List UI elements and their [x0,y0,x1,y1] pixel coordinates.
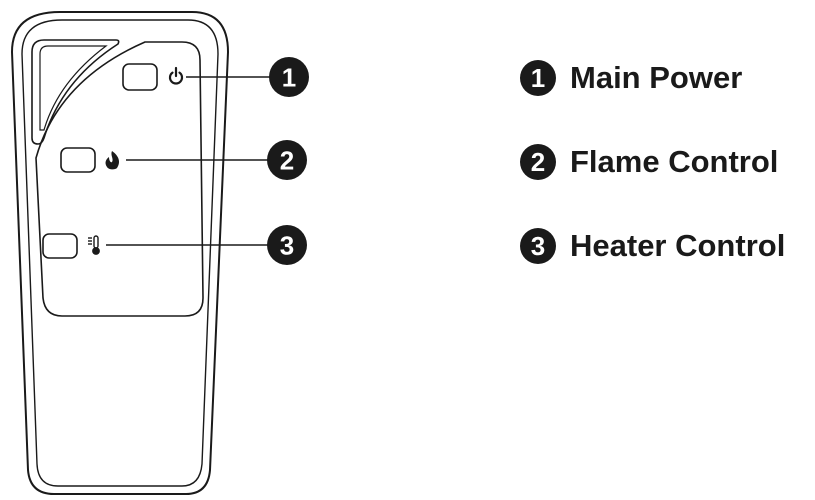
power-icon [168,66,184,85]
remote-body-outline [10,11,230,495]
legend-3-label: Heater Control [570,228,786,263]
callout-1-number: 1 [282,63,296,93]
thermometer-icon [88,235,100,255]
callout-2-number: 2 [280,146,294,176]
legend-1-label: Main Power [570,60,743,95]
legend-2-badge: 2 [520,144,556,180]
legend-item-flame-control: 2 Flame Control [520,142,778,182]
control-panel [35,41,204,317]
remote-body-inner-contour [21,19,219,487]
legend-item-main-power: 1 Main Power [520,58,742,98]
callout-2-badge: 2 [267,140,307,180]
legend-item-heater-control: 3 Heater Control [520,226,785,266]
legend-1-badge: 1 [520,60,556,96]
heater-button[interactable] [42,233,78,259]
display-window-inner [39,45,108,131]
display-window [31,39,120,145]
legend-3-badge: 3 [520,228,556,264]
legend-2-label: Flame Control [570,144,779,179]
callout-3-badge: 3 [267,225,307,265]
flame-button[interactable] [60,147,96,173]
flame-icon [105,151,120,170]
callout-1-badge: 1 [269,57,309,97]
power-button[interactable] [122,63,158,91]
callout-3-number: 3 [280,231,294,261]
